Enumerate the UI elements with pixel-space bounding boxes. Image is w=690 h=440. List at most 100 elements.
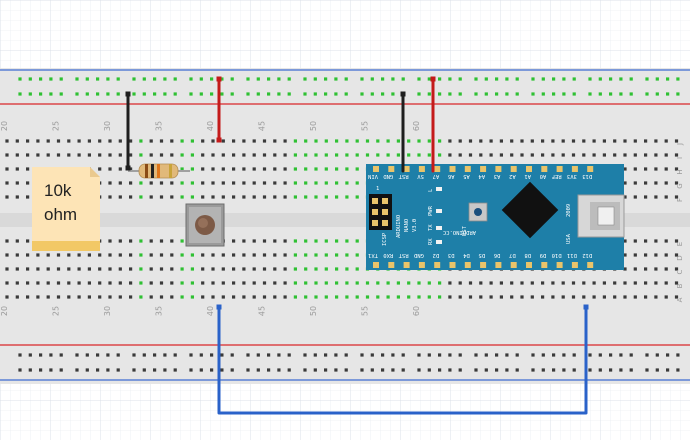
breadboard-hole [468, 153, 473, 157]
breadboard-hole [108, 239, 112, 243]
breadboard-hole [273, 295, 277, 299]
column-number: 50 [309, 121, 318, 131]
nano-pin-pad [434, 262, 441, 268]
breadboard-hole [530, 153, 534, 157]
nano-bottom-pin-label: D11 [567, 252, 577, 258]
breadboard-hole [623, 281, 627, 285]
rail-hole [313, 77, 317, 81]
breadboard-hole [314, 281, 318, 285]
breadboard-hole [355, 267, 359, 271]
note-line-2: ohm [44, 205, 77, 224]
breadboard-hole [355, 139, 359, 143]
rail-hole [132, 92, 136, 96]
rail-hole [287, 368, 291, 372]
breadboard-hole [190, 281, 194, 285]
icsp-pin [372, 198, 378, 204]
breadboard-hole [190, 267, 194, 271]
breadboard-hole [108, 253, 112, 257]
rail-hole [598, 368, 602, 372]
breadboard-hole [314, 181, 318, 185]
breadboard-hole [602, 295, 606, 299]
rail-hole [116, 353, 120, 357]
rail-hole [324, 77, 328, 81]
rail-hole [344, 368, 348, 372]
rail-hole [344, 77, 348, 81]
breadboard-hole [654, 153, 658, 157]
rail-hole [106, 368, 110, 372]
rail-hole [132, 368, 136, 372]
breadboard-hole [273, 167, 277, 171]
nano-pin-pad [373, 166, 379, 172]
rail-hole [49, 353, 53, 357]
breadboard-hole [129, 167, 133, 171]
breadboard-hole [87, 267, 91, 271]
breadboard-hole [314, 195, 318, 199]
column-number: 50 [309, 306, 318, 316]
breadboard-hole [36, 281, 40, 285]
breadboard-hole [15, 281, 19, 285]
column-number: 30 [103, 121, 112, 131]
breadboard-hole [335, 295, 339, 299]
nano-bottom-pin-label: RST [398, 252, 409, 258]
led-pwr [436, 209, 442, 213]
rail-hole [370, 92, 374, 96]
breadboard-hole [221, 267, 225, 271]
rail-hole [552, 92, 556, 96]
nano-pin-pad [464, 166, 471, 172]
breadboard-hole [118, 281, 122, 285]
rail-hole [75, 77, 79, 81]
rail-hole [49, 92, 53, 96]
breadboard-hole [159, 295, 164, 299]
breadboard-hole [46, 267, 50, 271]
rail-hole [287, 92, 291, 96]
column-number: 20 [0, 121, 9, 131]
breadboard-hole [26, 295, 30, 299]
rail-hole [391, 77, 395, 81]
breadboard-hole [623, 167, 627, 171]
breadboard-hole [582, 153, 586, 157]
row-letter: C [676, 269, 684, 274]
breadboard-hole [448, 153, 452, 157]
rail-hole [246, 92, 250, 96]
breadboard-hole [139, 181, 143, 185]
breadboard-hole [376, 281, 380, 285]
nano-pin-pad [434, 166, 441, 172]
note-line-1: 10k [44, 181, 72, 200]
icsp-pin [372, 220, 378, 226]
rail-hole [474, 92, 478, 96]
rail-hole [572, 368, 576, 372]
breadboard-hole [561, 295, 565, 299]
breadboard-hole [77, 139, 81, 143]
breadboard-hole [623, 239, 627, 243]
breadboard-hole [252, 267, 256, 271]
nano-pin-pad [373, 262, 379, 268]
rail-hole [458, 368, 462, 372]
nano-bottom-pin-label: D6 [494, 252, 501, 258]
breadboard-hole [592, 139, 596, 143]
rail-hole [324, 92, 328, 96]
nano-pin-pad [526, 262, 532, 268]
column-number: 55 [361, 306, 370, 316]
breadboard-hole [15, 181, 19, 185]
breadboard-hole [201, 253, 205, 257]
breadboard-hole [87, 295, 91, 299]
breadboard-hole [129, 253, 133, 257]
breadboard-hole [26, 181, 30, 185]
nano-top-pin-label: A4 [478, 173, 485, 179]
breadboard-hole [5, 239, 9, 243]
breadboard-hole [355, 195, 359, 199]
breadboard-hole [427, 295, 431, 299]
breadboard-hole [118, 181, 122, 185]
rail-hole [370, 77, 374, 81]
breadboard-hole [252, 139, 256, 143]
breadboard-hole [232, 253, 236, 257]
rail-hole [277, 368, 281, 372]
breadboard-hole [417, 153, 421, 157]
breadboard-hole [355, 239, 359, 243]
rail-hole [381, 77, 385, 81]
reset-button [468, 202, 488, 222]
breadboard-hole [273, 153, 277, 157]
breadboard-hole [201, 267, 205, 271]
breadboard-hole [221, 139, 225, 143]
rail-hole [39, 92, 43, 96]
